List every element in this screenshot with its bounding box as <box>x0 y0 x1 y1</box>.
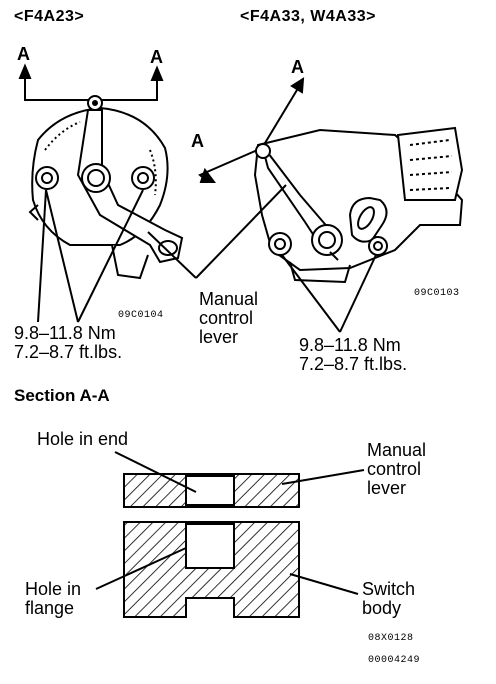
left-section-arrow-a-2: A <box>150 47 163 67</box>
manual-lever-label-3: lever <box>199 327 239 347</box>
section-title: Section A-A <box>14 386 110 405</box>
manual-lever-label-1: Manual <box>199 289 259 309</box>
switch-body-label-1: Switch <box>362 579 416 599</box>
hole-in-end-label: Hole in end <box>37 429 129 449</box>
right-torque-ftlbs: 7.2–8.7 ft.lbs. <box>299 354 408 374</box>
section-manual-lever-label-1: Manual <box>367 440 427 460</box>
right-torque-nm: 9.8–11.8 Nm <box>299 335 401 355</box>
left-switch-assembly <box>18 63 184 323</box>
right-switch-assembly <box>198 77 464 333</box>
document-code: 00004249 <box>368 655 421 666</box>
switch-body-label-2: body <box>362 598 402 618</box>
left-figure-code: 09C0104 <box>118 310 164 321</box>
hole-in-flange-label-1: Hole in <box>25 579 82 599</box>
section-manual-lever-label-2: control <box>367 459 422 479</box>
right-model-header: <F4A33, W4A33> <box>240 8 376 25</box>
left-model-header: <F4A23> <box>14 8 85 25</box>
section-manual-lever-label-3: lever <box>367 478 407 498</box>
left-torque-nm: 9.8–11.8 Nm <box>14 323 116 343</box>
left-section-arrow-a-1: A <box>17 44 30 64</box>
manual-lever-leaders <box>147 184 287 279</box>
hole-in-flange-label-2: flange <box>25 598 75 618</box>
right-figure-code: 09C0103 <box>414 288 460 299</box>
section-figure-code: 08X0128 <box>368 633 414 644</box>
right-section-arrow-a-1: A <box>291 57 304 77</box>
manual-lever-label-2: control <box>199 308 254 328</box>
right-section-arrow-a-2: A <box>191 131 204 151</box>
section-aa-drawing <box>95 451 365 618</box>
left-torque-ftlbs: 7.2–8.7 ft.lbs. <box>14 342 123 362</box>
